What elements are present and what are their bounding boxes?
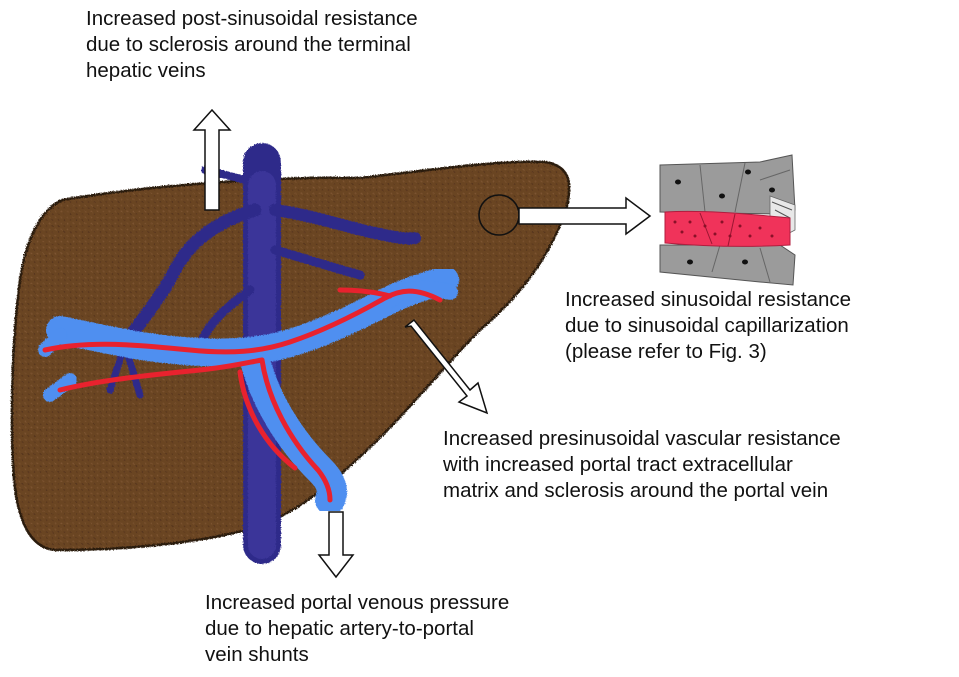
sinusoid-inset (660, 155, 795, 285)
presinusoidal-label: Increased presinusoidal vascular resista… (443, 426, 841, 504)
arrow-down-icon (319, 512, 353, 577)
sinusoidal-label: Increased sinusoidal resistance due to s… (565, 287, 851, 365)
portal-pressure-label: Increased portal venous pressure due to … (205, 590, 509, 668)
post-sinusoidal-label: Increased post-sinusoidal resistance due… (86, 6, 418, 84)
